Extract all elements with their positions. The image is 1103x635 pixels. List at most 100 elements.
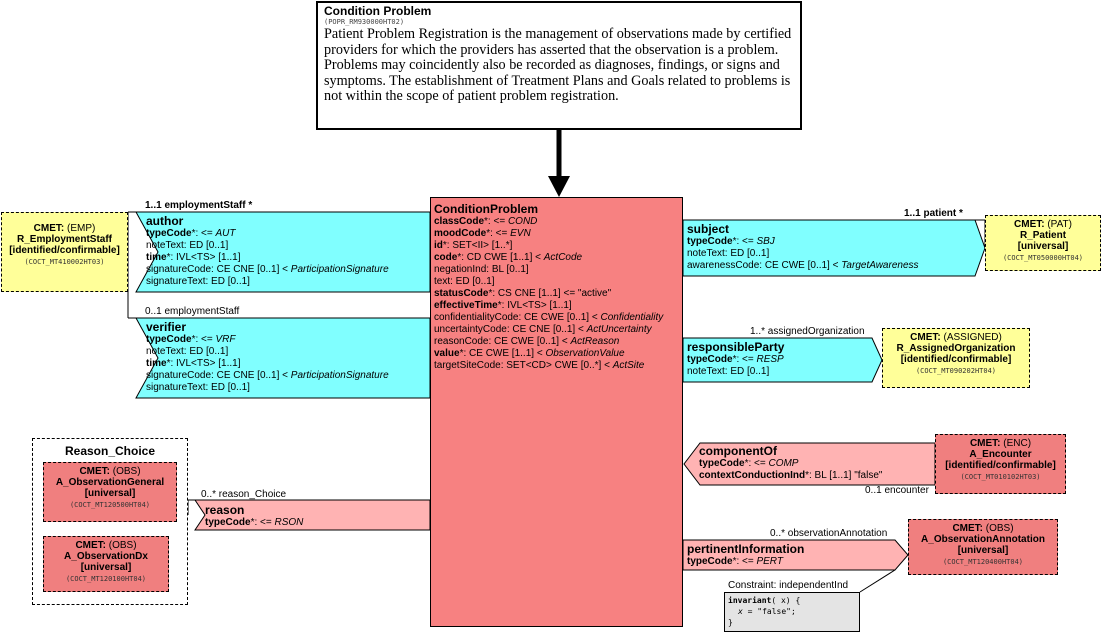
reason-shape [194, 499, 431, 531]
attribute-type: signatureText: ED [0..1] [146, 382, 250, 393]
attribute-type: *: IVL<TS> [1..1] [166, 252, 241, 263]
attribute-row: noteText: ED [0..1] [146, 346, 389, 358]
attribute-type: confidentialityCode: CE CWE [0..1] < [434, 312, 601, 323]
class-name: ConditionProblem [434, 202, 538, 216]
attribute-row: code*: CD CWE [1..1] < ActCode [434, 252, 679, 264]
attribute-row: moodCode*: <= EVN [434, 228, 679, 240]
responsible-party-name: responsibleParty [687, 340, 785, 354]
attribute-row: time*: IVL<TS> [1..1] [146, 252, 389, 264]
attribute-type: *: <= [250, 517, 275, 528]
responsible-party-shape [682, 337, 883, 383]
cmet-encounter: CMET: (ENC) A_Encounter [identified/conf… [935, 434, 1066, 494]
attribute-type: *: BL [1..1] "false" [805, 470, 883, 481]
attribute-row: contextConductionInd*: BL [1..1] "false" [699, 470, 882, 482]
attribute-row: signatureCode: CE CNE [0..1] < Participa… [146, 370, 389, 382]
attribute-row: signatureCode: CE CNE [0..1] < Participa… [146, 264, 389, 276]
cmet-observation-general: CMET: (OBS) A_ObservationGeneral [univer… [43, 462, 177, 522]
header-box: Condition Problem (POPR_RM930000HT02) Pa… [316, 1, 802, 130]
header-title: Condition Problem [324, 4, 432, 18]
header-arrow-head [548, 176, 570, 197]
cmet-assigned-organization: CMET: (ASSIGNED) R_AssignedOrganization … [882, 328, 1030, 388]
attribute-type: *: <= [486, 228, 511, 239]
attribute-domain: TargetAwareness [841, 260, 919, 271]
attribute-row: statusCode*: CS CNE [1..1] <= "active" [434, 288, 679, 300]
subject-shape [682, 219, 986, 277]
attribute-type: text: ED [0..1] [434, 276, 495, 287]
attribute-row: typeCode*: <= SBJ [687, 236, 919, 248]
attribute-name: id [434, 240, 443, 251]
attribute-row: text: ED [0..1] [434, 276, 679, 288]
attribute-domain: EVN [510, 228, 531, 239]
attribute-row: typeCode*: <= AUT [146, 228, 389, 240]
attribute-type: *: <= [191, 228, 216, 239]
attribute-type: *: <= [732, 556, 757, 567]
attribute-name: time [146, 252, 167, 263]
header-code: (POPR_RM930000HT02) [324, 18, 405, 26]
pertinent-info-name: pertinentInformation [687, 542, 805, 556]
attribute-name: statusCode [434, 288, 489, 299]
constraint-label: Constraint: independentInd [728, 580, 849, 591]
attribute-domain: ActSite [612, 360, 645, 371]
attribute-type: *: <= [484, 216, 508, 227]
attribute-domain: PERT [756, 556, 783, 567]
attribute-row: reasonCode: CE CWE [0..1] < ActReason [434, 336, 679, 348]
attribute-name: effectiveTime [434, 300, 498, 311]
author-cardinality: 1..1 employmentStaff * [145, 200, 253, 211]
attribute-type: *: CS CNE [1..1] <= "active" [488, 288, 612, 299]
subject-cardinality: 1..1 patient * [904, 208, 963, 219]
attribute-name: typeCode [205, 517, 251, 528]
attribute-name: typeCode [687, 556, 733, 567]
attribute-type: signatureCode: CE CNE [0..1] < [146, 264, 291, 275]
component-of-cardinality: 0..1 encounter [865, 485, 929, 496]
attribute-domain: AUT [215, 228, 236, 239]
constraint-connector [859, 569, 896, 593]
verifier-shape [135, 317, 431, 399]
attribute-row: noteText: ED [0..1] [687, 248, 919, 260]
attribute-domain: RSON [274, 517, 304, 528]
attribute-name: typeCode [146, 228, 192, 239]
attribute-name: moodCode [434, 228, 487, 239]
attribute-domain: COND [507, 216, 538, 227]
attribute-type: *: CE CWE [1..1] < [459, 348, 546, 359]
attribute-name: classCode [434, 216, 485, 227]
attribute-domain: ActReason [570, 336, 620, 347]
reason-choice-title: Reason_Choice [64, 444, 156, 458]
attribute-name: value [434, 348, 460, 359]
component-of-name: componentOf [699, 444, 777, 458]
component-of-shape [683, 442, 936, 486]
attribute-row: confidentialityCode: CE CWE [0..1] < Con… [434, 312, 679, 324]
attribute-type: signatureCode: CE CNE [0..1] < [146, 370, 291, 381]
attribute-domain: ObservationValue [545, 348, 625, 359]
attribute-domain: ParticipationSignature [290, 370, 389, 381]
attribute-row: negationInd: BL [0..1] [434, 264, 679, 276]
attribute-type: *: <= [191, 334, 216, 345]
attribute-name: typeCode [687, 236, 733, 247]
pertinent-info-cardinality: 0..* observationAnnotation [770, 528, 888, 539]
attribute-name: code [434, 252, 458, 263]
attribute-row: typeCode*: <= COMP [699, 458, 882, 470]
attribute-row: typeCode*: <= RESP [687, 354, 784, 366]
cmet-employment-staff: CMET: (EMP) R_EmploymentStaff [identifie… [1, 212, 128, 292]
attribute-type: *: IVL<TS> [1..1] [497, 300, 572, 311]
attribute-domain: ActCode [543, 252, 583, 263]
attribute-name: time [146, 358, 167, 369]
attribute-domain: VRF [215, 334, 236, 345]
author-name: author [146, 214, 184, 228]
reason-attributes: typeCode*: <= RSON [205, 517, 303, 529]
attribute-row: noteText: ED [0..1] [687, 366, 784, 378]
attribute-domain: ParticipationSignature [290, 264, 389, 275]
attribute-row: typeCode*: <= PERT [687, 556, 804, 568]
attribute-type: noteText: ED [0..1] [687, 366, 770, 377]
attribute-row: time*: IVL<TS> [1..1] [146, 358, 389, 370]
pertinent-info-shape [682, 539, 909, 571]
cmet-observation-dx: CMET: (OBS) A_ObservationDx [universal] … [43, 536, 169, 592]
verifier-cardinality: 0..1 employmentStaff [145, 306, 240, 317]
attribute-domain: RESP [756, 354, 784, 365]
